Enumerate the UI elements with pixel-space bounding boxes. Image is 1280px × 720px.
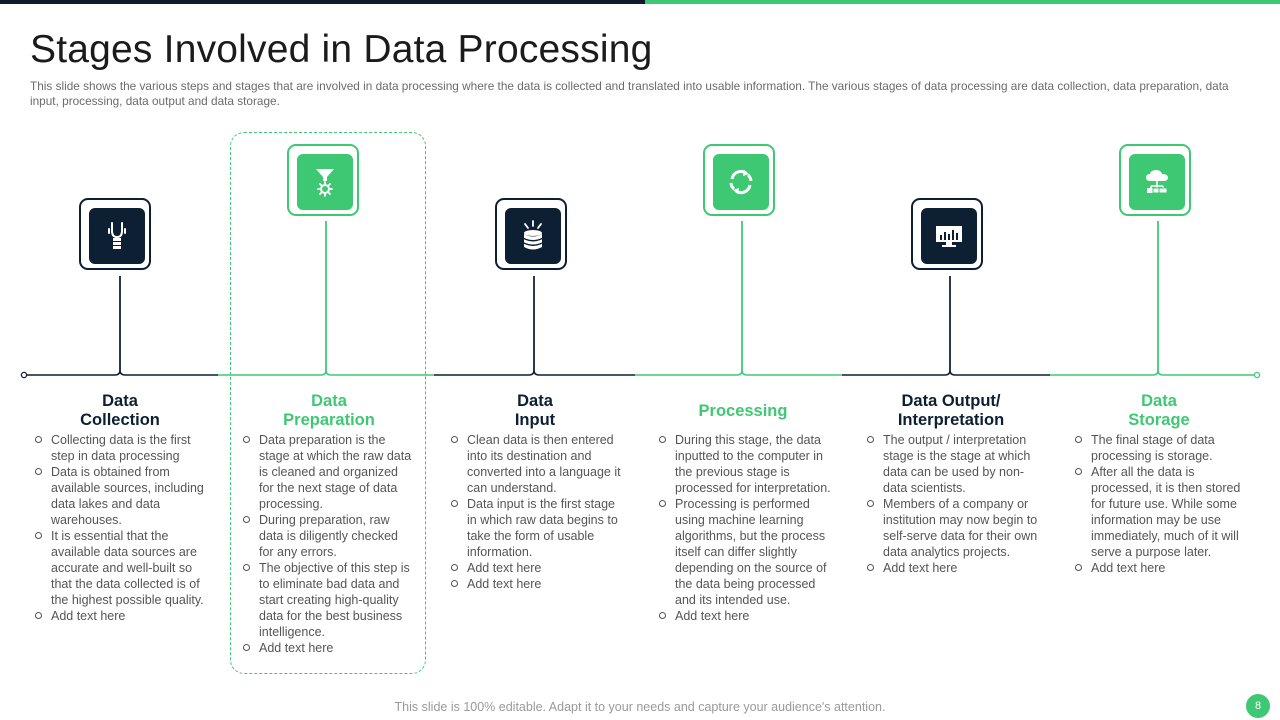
stage-title-line: Data: [1141, 392, 1177, 410]
stage-title-line: Data Output/: [901, 392, 1001, 410]
footer-note: This slide is 100% editable. Adapt it to…: [394, 700, 886, 714]
stage-4-bullets: During this stage, the data inputted to …: [657, 432, 835, 624]
bullet-item: Add text here: [241, 640, 413, 656]
stage-3-icon-box: [495, 198, 567, 270]
stage-title-line: Collection: [80, 411, 160, 429]
bullet-item: The final stage of data processing is st…: [1073, 432, 1248, 464]
stage-2-bullets: Data preparation is the stage at which t…: [241, 432, 413, 656]
stage-4-icon-box: [703, 144, 775, 216]
stage-6-bullets: The final stage of data processing is st…: [1073, 432, 1248, 576]
stage-title-line: Input: [514, 411, 556, 429]
bullet-item: During preparation, raw data is diligent…: [241, 512, 413, 560]
plug-icon: [108, 222, 126, 249]
stage-title-line: Data: [311, 392, 347, 410]
bullet-item: The objective of this step is to elimina…: [241, 560, 413, 640]
bullet-item: Processing is performed using machine le…: [657, 496, 835, 608]
bullet-item: Data input is the first stage in which r…: [449, 496, 627, 560]
stage-3-bullets: Clean data is then entered into its dest…: [449, 432, 627, 592]
bullet-item: Add text here: [449, 560, 627, 576]
timeline-end-dot: [1253, 371, 1261, 379]
cloud-storage-icon: [1146, 170, 1168, 194]
bullet-item: Data preparation is the stage at which t…: [241, 432, 413, 512]
stage-6-icon-box: [1119, 144, 1191, 216]
stage-4-title: Processing: [648, 402, 838, 421]
bullet-item: The output / interpretation stage is the…: [865, 432, 1043, 496]
stage-title-line: Preparation: [283, 411, 375, 429]
bullet-item: Members of a company or institution may …: [865, 496, 1043, 560]
funnel-icon: [316, 169, 334, 197]
top-accent-bar-navy: [0, 0, 645, 4]
bullet-item: It is essential that the available data …: [33, 528, 208, 608]
bullet-item: Add text here: [449, 576, 627, 592]
refresh-cycle-icon: [729, 169, 753, 195]
bullet-item: During this stage, the data inputted to …: [657, 432, 835, 496]
bullet-item: Add text here: [865, 560, 1043, 576]
stage-1-icon-box: [79, 198, 151, 270]
bullet-item: After all the data is processed, it is t…: [1073, 464, 1248, 560]
bullet-item: Data is obtained from available sources,…: [33, 464, 208, 528]
monitor-chart-icon: [936, 226, 962, 247]
stage-5-title: Data Output/Interpretation: [856, 392, 1046, 430]
stage-1-bullets: Collecting data is the first step in dat…: [33, 432, 208, 624]
database-icon: [523, 220, 543, 250]
stage-title-line: Storage: [1128, 411, 1190, 429]
top-accent-bar-green: [645, 0, 1280, 4]
stage-5-icon-box: [911, 198, 983, 270]
stage-title-line: Data: [102, 392, 138, 410]
stage-title-line: Processing: [698, 402, 788, 420]
bullet-item: Add text here: [33, 608, 208, 624]
page-subtitle: This slide shows the various steps and s…: [30, 79, 1229, 108]
page-number-badge: 8: [1246, 694, 1270, 718]
stage-title-line: Interpretation: [897, 411, 1005, 429]
stage-title-line: Data: [517, 392, 553, 410]
page-title: Stages Involved in Data Processing: [30, 28, 653, 71]
stage-5-bullets: The output / interpretation stage is the…: [865, 432, 1043, 576]
highlight-dashed-frame: [230, 132, 426, 674]
timeline-start-dot: [20, 371, 28, 379]
bullet-item: Add text here: [1073, 560, 1248, 576]
stage-2-icon-box: [287, 144, 359, 216]
bullet-item: Collecting data is the first step in dat…: [33, 432, 208, 464]
bullet-item: Add text here: [657, 608, 835, 624]
bullet-item: Clean data is then entered into its dest…: [449, 432, 627, 496]
